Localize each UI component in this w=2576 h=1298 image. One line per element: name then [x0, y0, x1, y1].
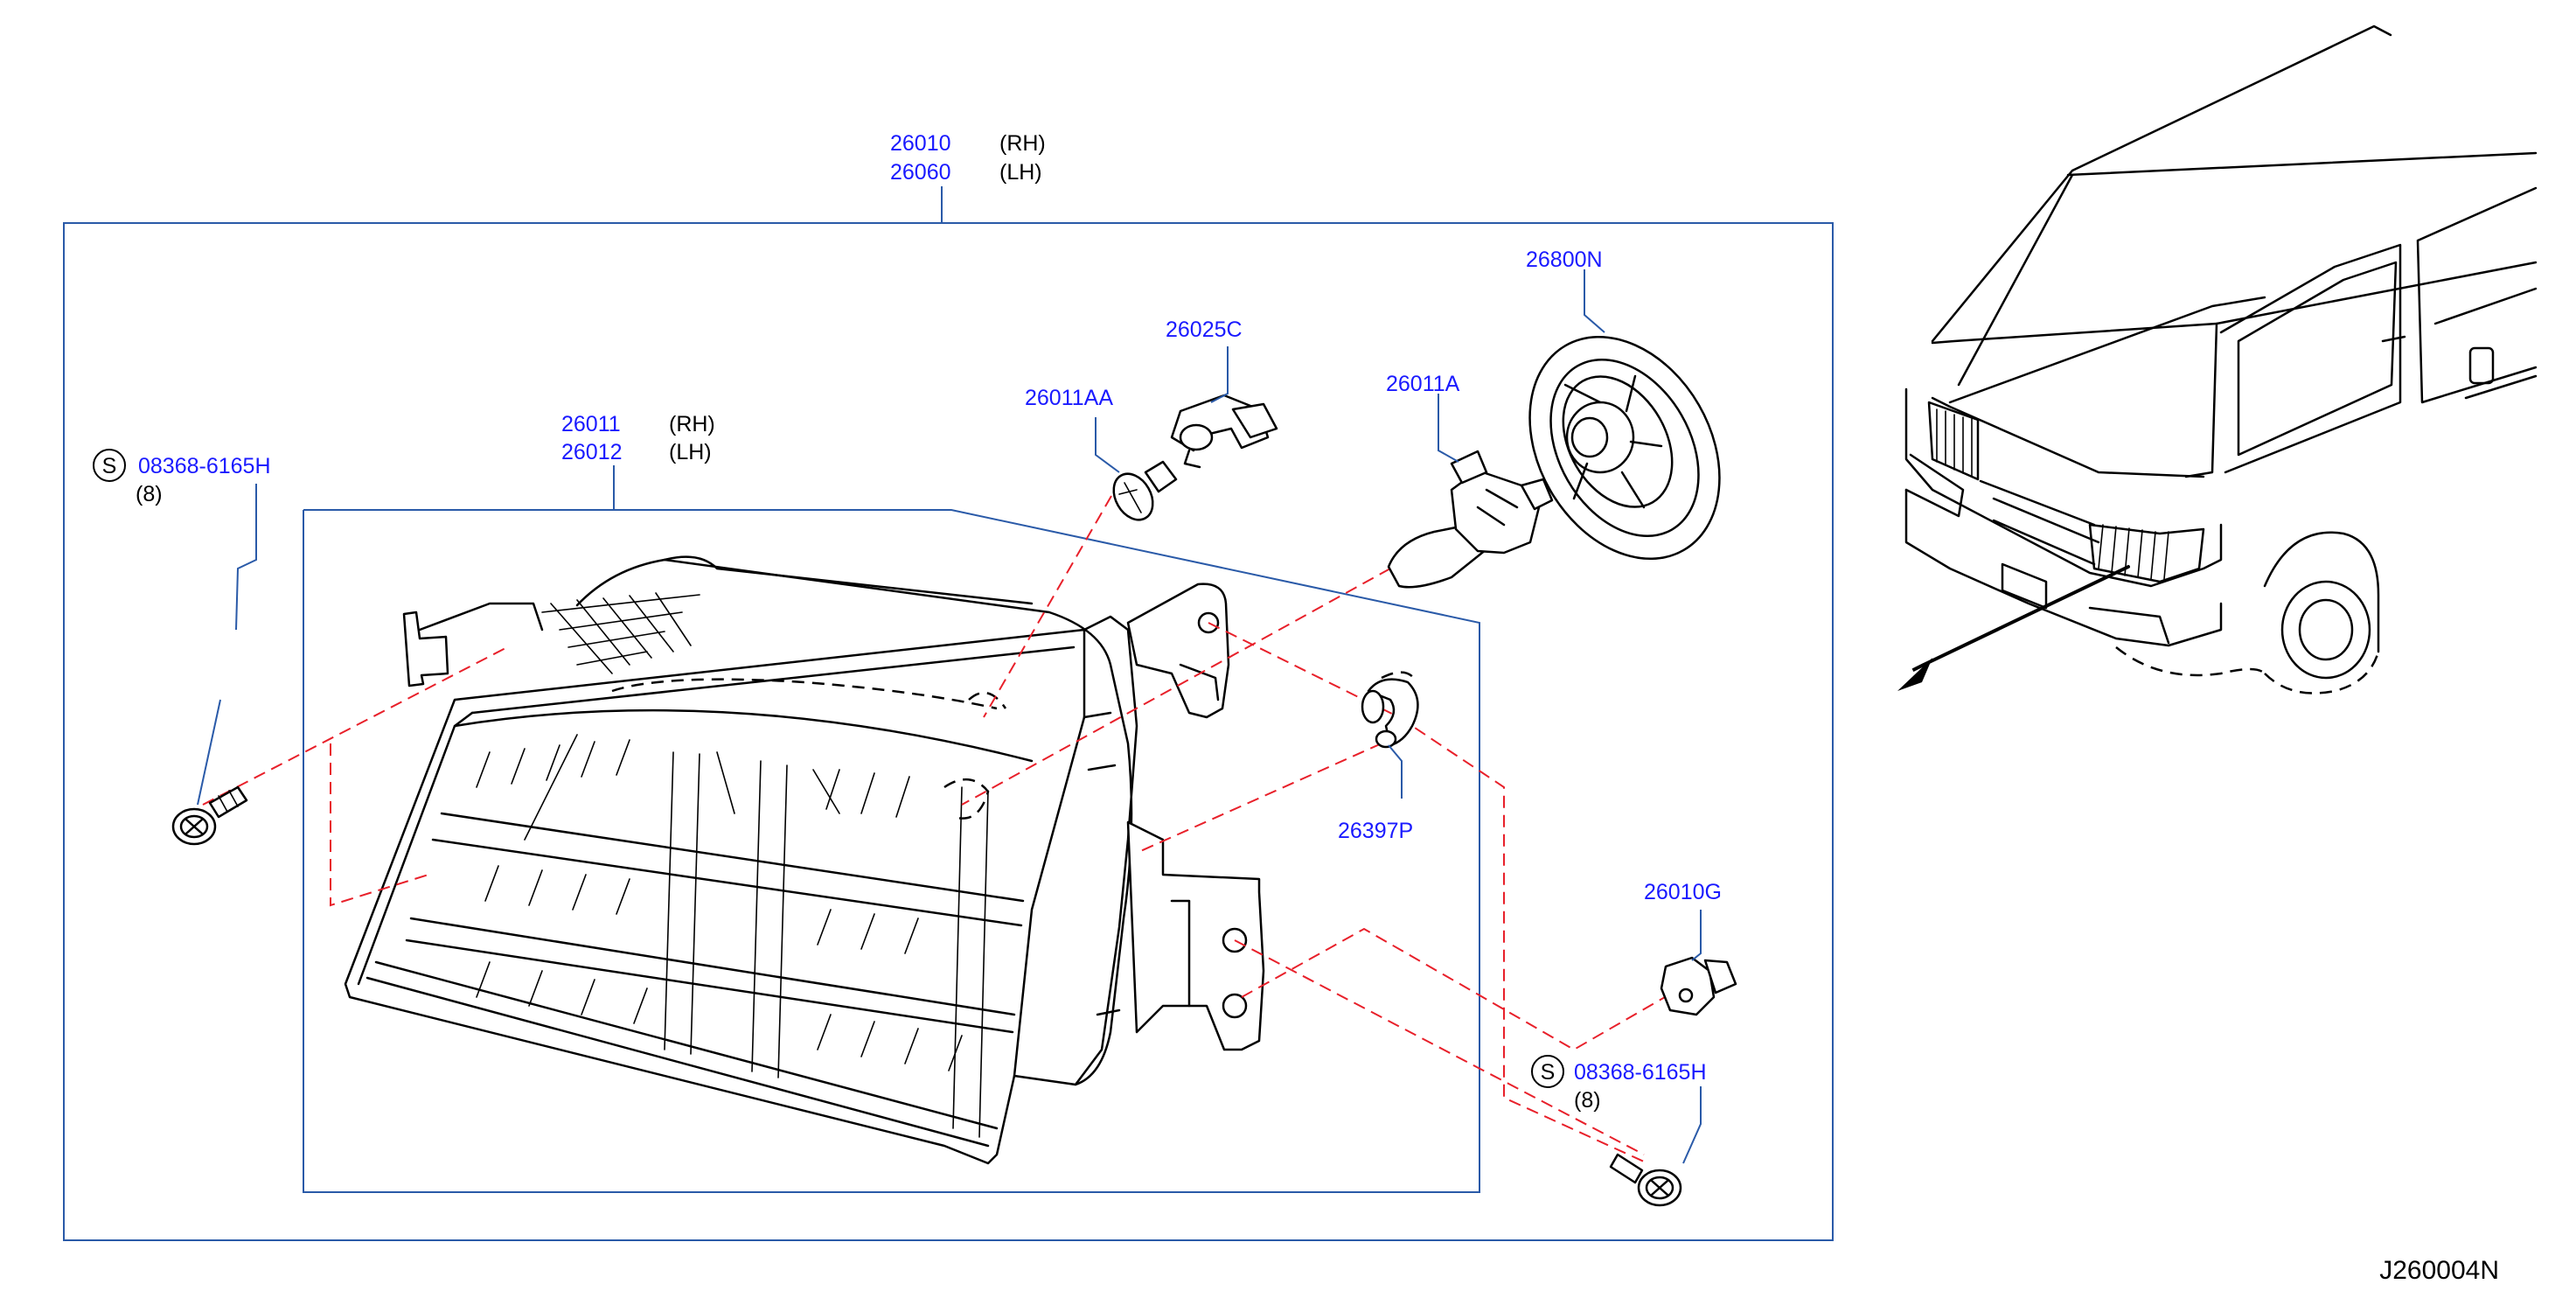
s-symbol-right	[1531, 1055, 1564, 1088]
bolt-left-drawing	[171, 785, 248, 846]
label-cap-pn[interactable]: 26800N	[1526, 248, 1603, 272]
s-symbol-left	[93, 449, 126, 482]
small-bulb-drawing	[1112, 460, 1178, 521]
outer-assembly-frame	[63, 186, 1834, 1241]
label-assembly-rh-pn[interactable]: 26010	[890, 131, 951, 156]
s-symbol-right-text: S	[1541, 1060, 1556, 1085]
clip-drawing	[1361, 671, 1419, 749]
bolt-right-drawing	[1609, 1153, 1682, 1207]
label-assembly-lh-side: (LH)	[999, 160, 1042, 185]
label-bolt-left-pn[interactable]: 08368-6165H	[138, 454, 271, 478]
rubber-cap-drawing	[1528, 335, 1721, 561]
label-housing-lh-pn[interactable]: 26012	[561, 440, 623, 464]
leader-lines	[197, 269, 1702, 1164]
label-bolt-right-pn[interactable]: 08368-6165H	[1574, 1060, 1707, 1085]
label-bolt-right-qty: (8)	[1574, 1088, 1601, 1113]
label-assembly-lh-pn[interactable]: 26060	[890, 160, 951, 185]
label-bolt-left-qty: (8)	[136, 482, 163, 506]
grommet-drawing	[1660, 956, 1737, 1016]
fitting-lines	[202, 478, 1688, 1162]
diagram-code: J260004N	[2379, 1256, 2499, 1285]
label-housing-rh-side: (RH)	[669, 412, 715, 436]
label-socket-pn[interactable]: 26025C	[1166, 318, 1243, 342]
headlamp-housing-drawing	[344, 555, 1265, 1165]
label-small-bulb-pn[interactable]: 26011AA	[1025, 386, 1113, 410]
vehicle-illustration	[1897, 24, 2538, 694]
socket-drawing	[1170, 394, 1278, 469]
s-symbol-left-text: S	[102, 454, 117, 478]
label-grommet-pn[interactable]: 26010G	[1644, 880, 1722, 904]
inner-housing-frame	[303, 465, 1480, 1193]
label-assembly-rh-side: (RH)	[999, 131, 1046, 156]
label-main-bulb-pn[interactable]: 26011A	[1386, 372, 1460, 396]
label-clip-pn[interactable]: 26397P	[1338, 819, 1413, 843]
label-housing-lh-side: (LH)	[669, 440, 712, 464]
label-housing-rh-pn[interactable]: 26011	[561, 412, 621, 436]
main-bulb-drawing	[1387, 450, 1554, 589]
